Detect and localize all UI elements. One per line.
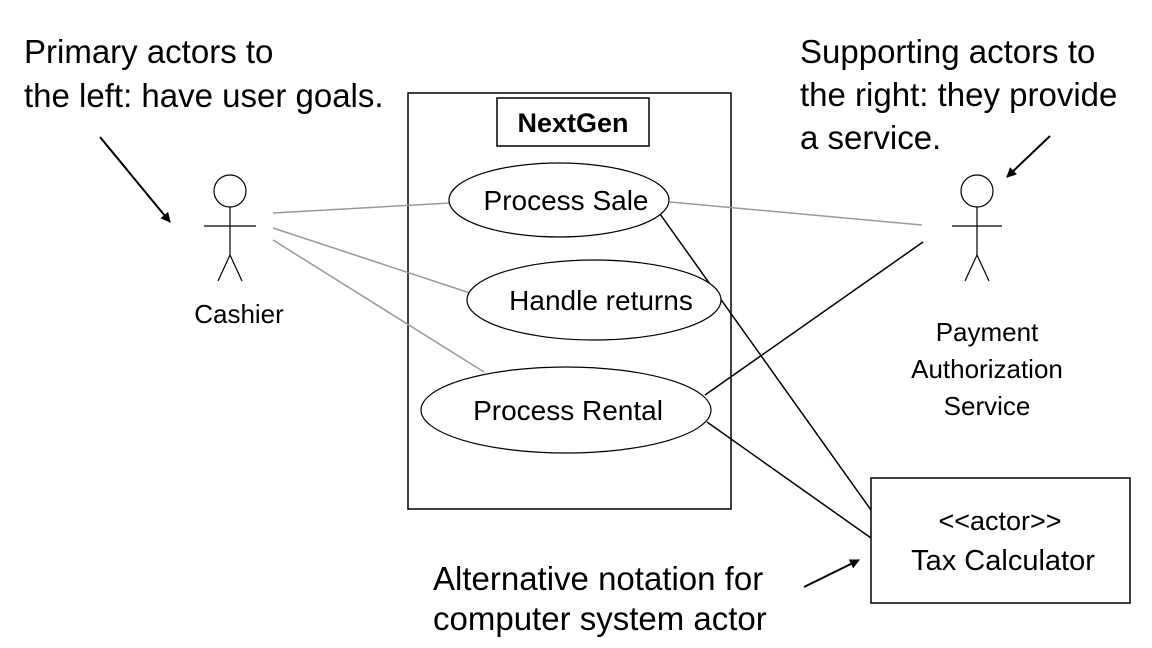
use-case-process-rental-ellipse [420,366,712,454]
assoc-cashier-process-sale [272,202,451,214]
assoc-cashier-handle-returns [272,227,471,294]
note-alternative-line-1: Alternative notation for [433,560,763,597]
stick-figure-icon [952,174,1002,282]
stick-figure-icon [204,174,256,282]
use-case-process-sale-ellipse [448,162,670,238]
use-case-handle-returns-label: Handle returns [509,285,693,316]
use-case-process-rental-label: Process Rental [473,395,663,426]
note-supporting-actors: Supporting actors to the right: they pro… [800,33,1117,156]
assoc-process-sale-tax [659,213,872,511]
note-alternative-line-2: computer system actor [433,600,767,637]
assoc-cashier-process-rental [272,239,485,373]
assoc-process-rental-tax [706,421,872,539]
system-boundary [407,92,732,510]
use-case-process-sale-label: Process Sale [484,185,649,216]
assoc-process-rental-payment [704,241,924,396]
actor-payment-label-line-1: Payment [936,317,1039,347]
use-case-process-sale: Process Sale [448,162,670,238]
actor-cashier: Cashier [194,174,284,329]
use-case-handle-returns: Handle returns [466,259,722,341]
note-supporting-line-1: Supporting actors to [800,33,1095,70]
actor-tax-calculator-label: Tax Calculator [911,545,1095,577]
actor-tax-calculator: <<actor>> Tax Calculator [870,477,1131,604]
note-alternative-arrow [803,559,860,588]
note-primary-line-2: the left: have user goals. [24,77,384,114]
note-primary-line-1: Primary actors to [24,33,273,70]
actor-payment-label-line-2: Authorization [911,354,1063,384]
actor-tax-calculator-stereotype: <<actor>> [938,506,1061,536]
note-supporting-line-2: the right: they provide [800,76,1117,113]
use-case-handle-returns-ellipse [466,259,722,341]
assoc-process-sale-payment [669,201,923,226]
actor-payment-authorization-service: Payment Authorization Service [911,174,1063,421]
note-supporting-line-3: a service. [800,119,941,156]
system-name-box [496,97,650,147]
system-name: NextGen [517,108,628,138]
use-case-process-rental: Process Rental [420,366,712,454]
note-primary-arrow [99,136,171,223]
actor-cashier-label: Cashier [194,299,284,329]
note-primary-actors: Primary actors to the left: have user go… [24,33,384,114]
actor-tax-calculator-box [870,477,1131,604]
note-alternative-notation: Alternative notation for computer system… [433,560,767,637]
note-supporting-arrow [1006,135,1051,178]
actor-payment-label-line-3: Service [944,391,1031,421]
associations [272,201,924,539]
